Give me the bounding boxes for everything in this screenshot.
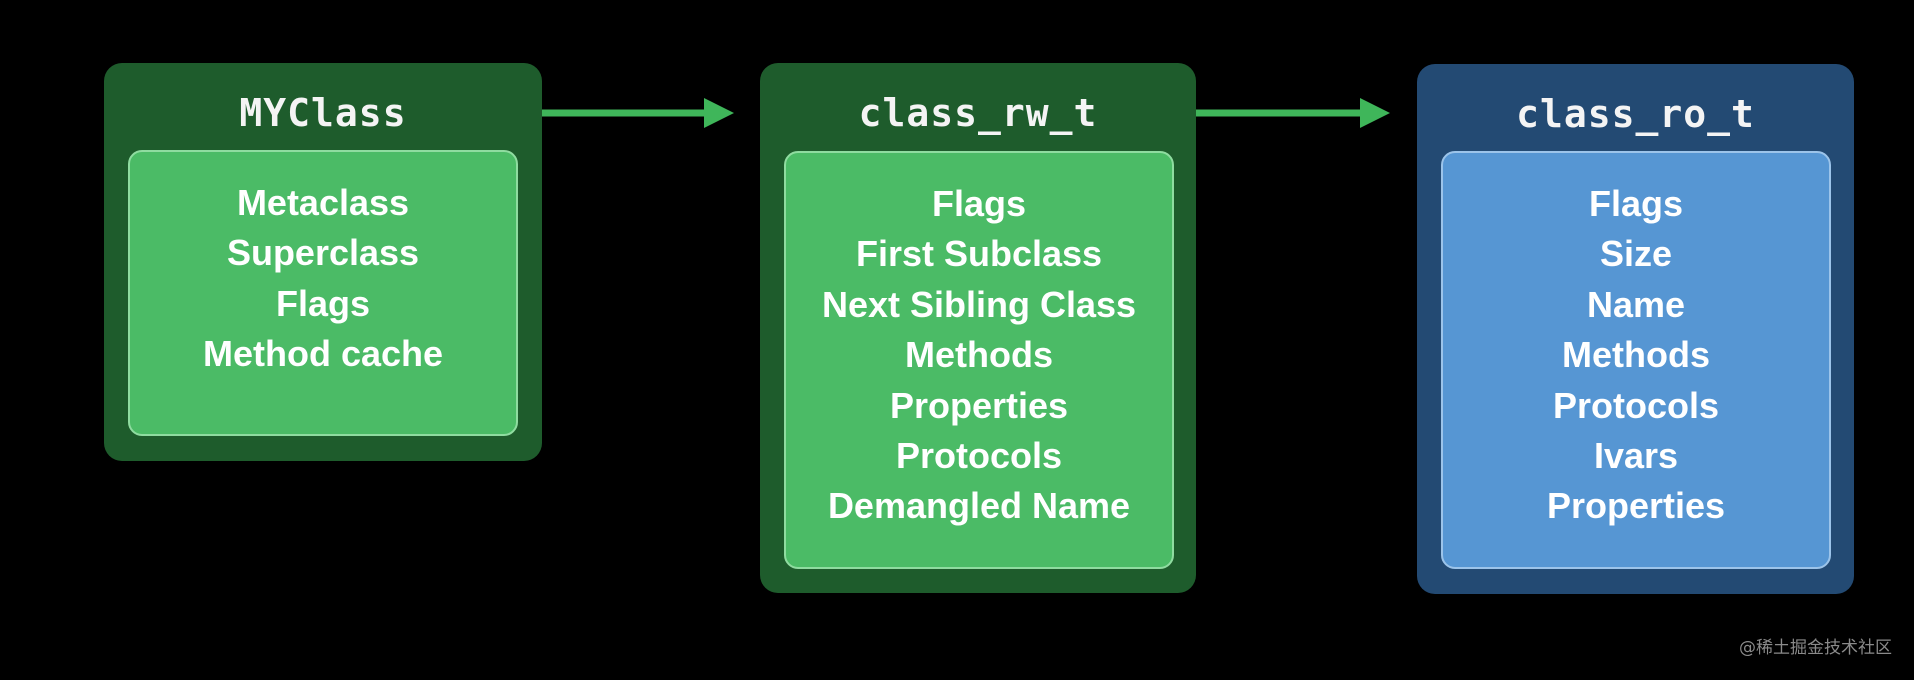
- field-item: Methods: [1562, 334, 1710, 376]
- arrow-class-rw-t-to-class-ro-t: [1196, 98, 1390, 128]
- field-item: Method cache: [202, 333, 444, 375]
- class-ro-t-box: class_ro_t Flags Size Name Methods Proto…: [1417, 64, 1854, 594]
- field-item: Properties: [1546, 485, 1726, 527]
- field-list: Flags First Subclass Next Sibling Class …: [784, 151, 1174, 569]
- field-list: Metaclass Superclass Flags Method cache: [128, 150, 518, 436]
- field-item: Flags: [931, 183, 1027, 224]
- field-item: Protocols: [1552, 384, 1720, 426]
- field-list: Flags Size Name Methods Protocols Ivars …: [1441, 151, 1831, 569]
- class-rw-t-box: class_rw_t Flags First Subclass Next Sib…: [760, 63, 1196, 593]
- arrow-myclass-to-class-rw-t: [542, 98, 734, 128]
- box-title: MYClass: [239, 91, 407, 135]
- field-item: First Subclass: [855, 233, 1103, 275]
- field-item: Methods: [905, 334, 1053, 376]
- box-title: class_rw_t: [858, 91, 1098, 135]
- field-item: Size: [1599, 233, 1673, 275]
- field-item: Next Sibling Class: [821, 283, 1137, 325]
- field-item: Ivars: [1593, 435, 1679, 477]
- box-title: class_ro_t: [1516, 92, 1755, 136]
- myclass-box: MYClass Metaclass Superclass Flags Metho…: [104, 63, 542, 461]
- field-item: Name: [1586, 283, 1686, 325]
- field-item: Superclass: [226, 232, 420, 274]
- field-item: Protocols: [895, 435, 1063, 477]
- field-item: Flags: [1588, 183, 1684, 224]
- field-item: Properties: [889, 384, 1069, 426]
- watermark-text: @稀土掘金技术社区: [1739, 638, 1892, 658]
- field-item: Demangled Name: [827, 485, 1131, 527]
- field-item: Flags: [275, 282, 371, 324]
- field-item: Metaclass: [236, 182, 410, 223]
